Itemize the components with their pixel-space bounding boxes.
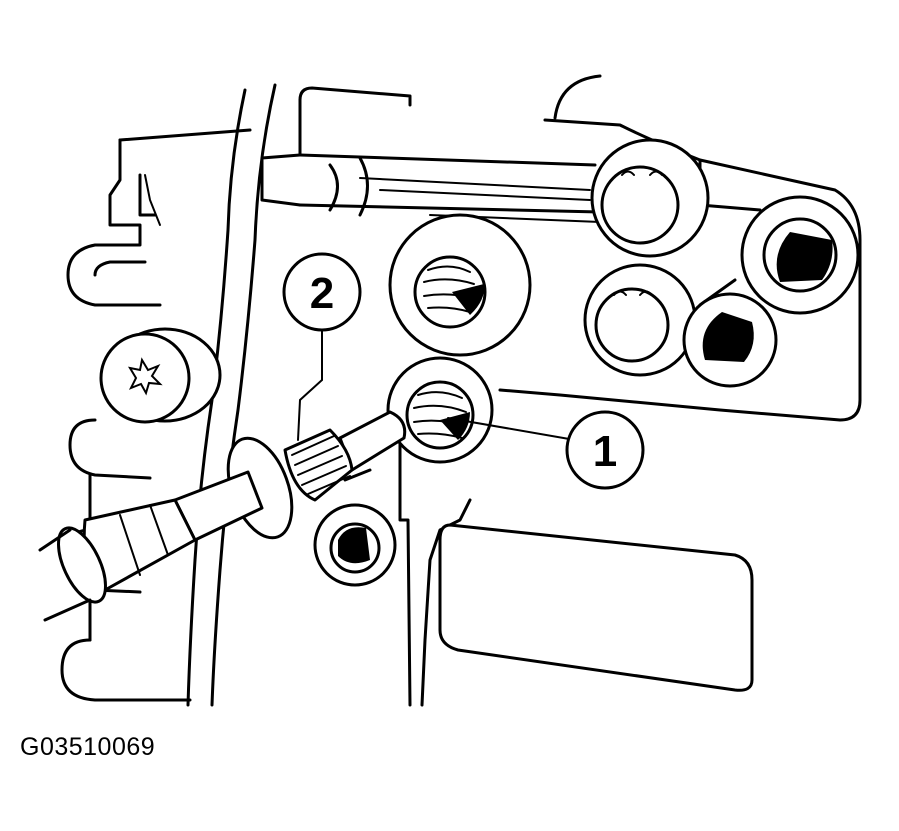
valve-body-casting [260,74,862,707]
star-head-bolt [99,327,222,424]
callout-1-label: 1 [593,427,617,476]
callout-2: 2 [282,252,362,332]
threaded-fitting-tool [38,410,407,622]
leader-lines [297,329,576,441]
star-head-bolt-icon [127,357,163,396]
figure-id: G03510069 [20,733,156,761]
callout-1: 1 [565,410,645,490]
fluid-passage-ports [313,138,860,587]
callout-2-label: 2 [310,269,334,318]
